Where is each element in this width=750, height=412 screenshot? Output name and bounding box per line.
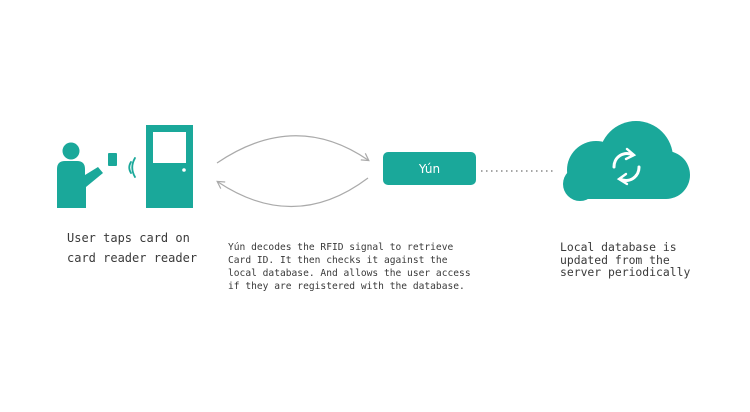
arrow-from-yun: [216, 177, 369, 208]
arrow-to-yun: [216, 135, 370, 164]
signal-waves-icon: [128, 157, 136, 178]
user-caption: User taps card on card reader reader: [67, 231, 198, 265]
door-icon: [146, 125, 193, 208]
yun-label: Yún: [418, 161, 441, 176]
yun-caption: Yún decodes the RFID signal to retrieve …: [228, 242, 471, 292]
sync-icon: [612, 147, 641, 186]
person-icon: [57, 142, 117, 208]
database-caption: Local database is updated from the serve…: [560, 240, 691, 280]
yun-box: Yún: [383, 152, 476, 185]
cloud-icon: [563, 121, 690, 201]
